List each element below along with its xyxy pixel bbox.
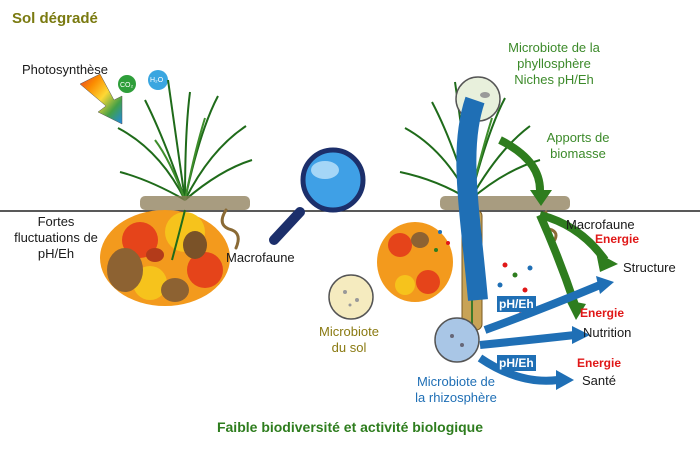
left-litter	[140, 196, 250, 210]
energy-label-1: Energie	[595, 232, 640, 246]
biomass-input-label: Apports de biomasse	[546, 130, 610, 161]
h2o-label: H₂O	[150, 77, 164, 84]
phyllosphere-microbiota-label: Microbiote de la phyllosphère Niches pH/…	[508, 40, 600, 87]
blue-arrowheads	[556, 276, 614, 390]
left-root	[171, 209, 186, 261]
strong-fluctuations-label: Fortes fluctuations de pH/Eh	[14, 214, 98, 261]
left-earthworm-icon	[220, 208, 240, 250]
green-arrowheads	[530, 190, 618, 320]
exudation-arrow	[456, 96, 488, 301]
co2-bubble-icon	[118, 75, 136, 93]
macrofauna-left-label: Macrofaune	[226, 250, 295, 265]
right-soil-aggregate	[377, 222, 453, 302]
h2o-bubble-icon	[148, 70, 168, 90]
soil-microbiota-label: Microbiote du sol	[319, 324, 379, 355]
left-grass-plant	[117, 79, 253, 201]
rhizosphere-microbiota-circle-icon	[434, 317, 480, 363]
ph-eh-label-1: pH/Eh	[497, 296, 536, 312]
nutrition-label: Nutrition	[583, 325, 632, 340]
energy-label-2: Energie	[580, 306, 625, 320]
energy-label-3: Energie	[577, 356, 622, 370]
photosynthesis-label: Photosynthèse	[22, 62, 109, 77]
co2-label: CO₂	[120, 82, 134, 89]
soil-microbiota-circle-icon	[328, 274, 374, 320]
health-label: Santé	[582, 373, 616, 388]
rhizosphere-arrows	[477, 281, 602, 385]
left-soil-aggregate	[100, 210, 230, 306]
ph-eh-label-2: pH/Eh	[497, 355, 536, 371]
exudate-dots	[434, 230, 533, 313]
figure-caption: Faible biodiversité et activité biologiq…	[216, 419, 484, 435]
magnifier-icon	[269, 147, 366, 245]
sunlight-arrow-icon	[79, 73, 123, 125]
page-title: Sol dégradé	[12, 10, 98, 27]
rhizosphere-microbiota-label: Microbiote de la rhizosphère	[415, 374, 497, 405]
macrofauna-right-label: Macrofaune	[566, 217, 635, 232]
structure-label: Structure	[623, 260, 676, 275]
